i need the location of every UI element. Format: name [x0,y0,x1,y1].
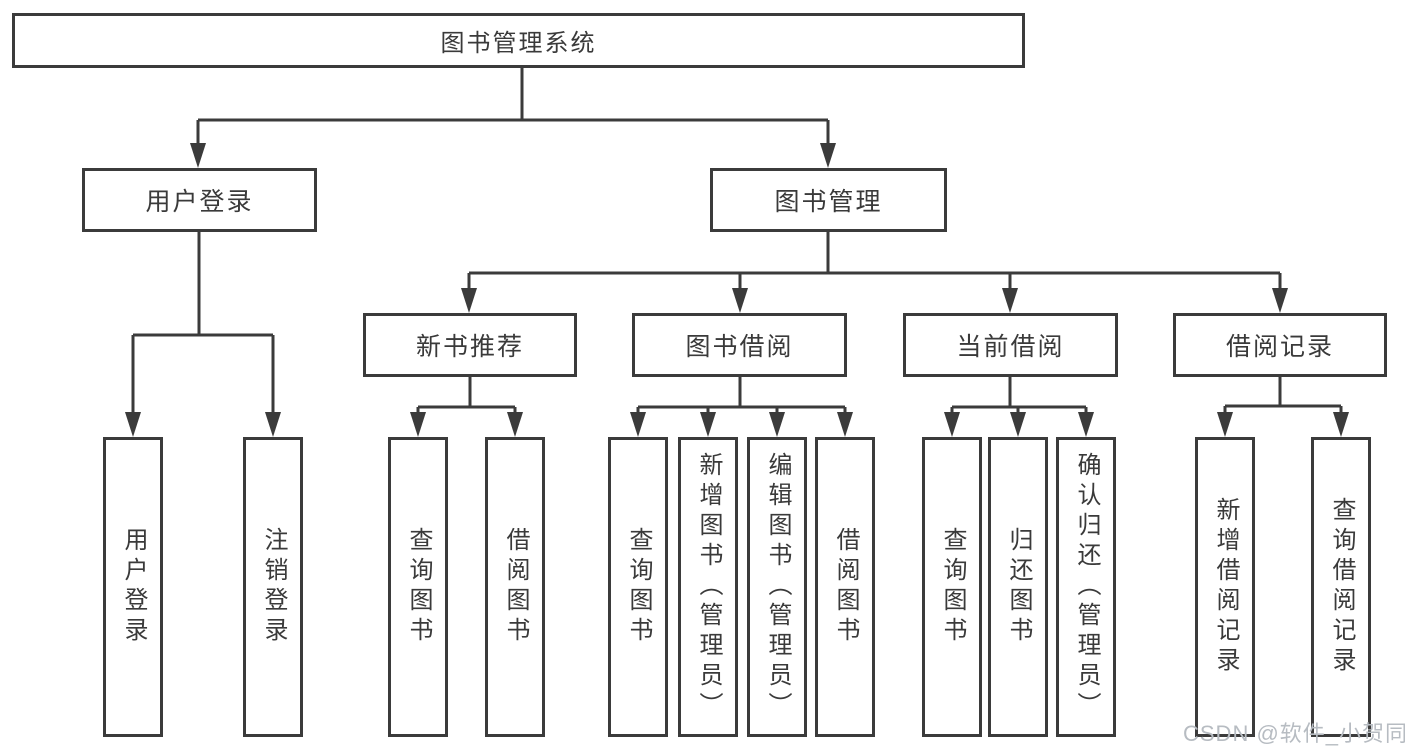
leaf-return-book-label: 归还图书 [1005,527,1032,647]
connector-root-to-children [190,68,836,168]
node-root: 图书管理系统 [12,13,1025,68]
leaf-confirm-return-admin-label: 确认归还（管理员） [1073,452,1100,722]
leaf-logout-login: 注销登录 [243,437,303,737]
node-new-book-recommend: 新书推荐 [363,313,577,377]
leaf-borrow-book-recommend: 借阅图书 [485,437,545,737]
leaf-query-borrow-record: 查询借阅记录 [1311,437,1371,737]
node-borrow-records: 借阅记录 [1173,313,1387,377]
connector-current-borrow-to-children [944,377,1094,437]
connector-user-login-to-children [125,232,281,437]
leaf-add-borrow-record-label: 新增借阅记录 [1212,497,1239,677]
connector-book-borrow-to-children [630,377,853,437]
connector-book-management-to-children [461,232,1288,313]
node-user-login: 用户登录 [82,168,317,232]
node-book-management: 图书管理 [710,168,947,232]
csdn-watermark: CSDN @软件_小贺同学 [1183,721,1405,746]
connector-borrow-records-to-children [1217,377,1349,437]
connector-new-book-recommend-to-children [410,377,523,437]
leaf-return-book: 归还图书 [988,437,1048,737]
leaf-edit-book-admin-label: 编辑图书（管理员） [764,452,791,722]
node-current-borrow: 当前借阅 [903,313,1118,377]
leaf-query-book-recommend-label: 查询图书 [405,527,432,647]
leaf-query-book-borrow: 查询图书 [608,437,668,737]
leaf-add-book-admin-label: 新增图书（管理员） [695,452,722,722]
leaf-query-book-current: 查询图书 [922,437,982,737]
leaf-query-borrow-record-label: 查询借阅记录 [1328,497,1355,677]
leaf-query-book-borrow-label: 查询图书 [625,527,652,647]
leaf-borrow-book-label: 借阅图书 [832,527,859,647]
leaf-borrow-book: 借阅图书 [815,437,875,737]
leaf-user-login: 用户登录 [103,437,163,737]
leaf-confirm-return-admin: 确认归还（管理员） [1056,437,1116,737]
leaf-add-borrow-record: 新增借阅记录 [1195,437,1255,737]
leaf-query-book-recommend: 查询图书 [388,437,448,737]
leaf-query-book-current-label: 查询图书 [939,527,966,647]
node-book-borrow: 图书借阅 [632,313,847,377]
leaf-user-login-label: 用户登录 [120,527,147,647]
leaf-add-book-admin: 新增图书（管理员） [678,437,738,737]
leaf-edit-book-admin: 编辑图书（管理员） [747,437,807,737]
leaf-logout-login-label: 注销登录 [260,527,287,647]
leaf-borrow-book-recommend-label: 借阅图书 [502,527,529,647]
